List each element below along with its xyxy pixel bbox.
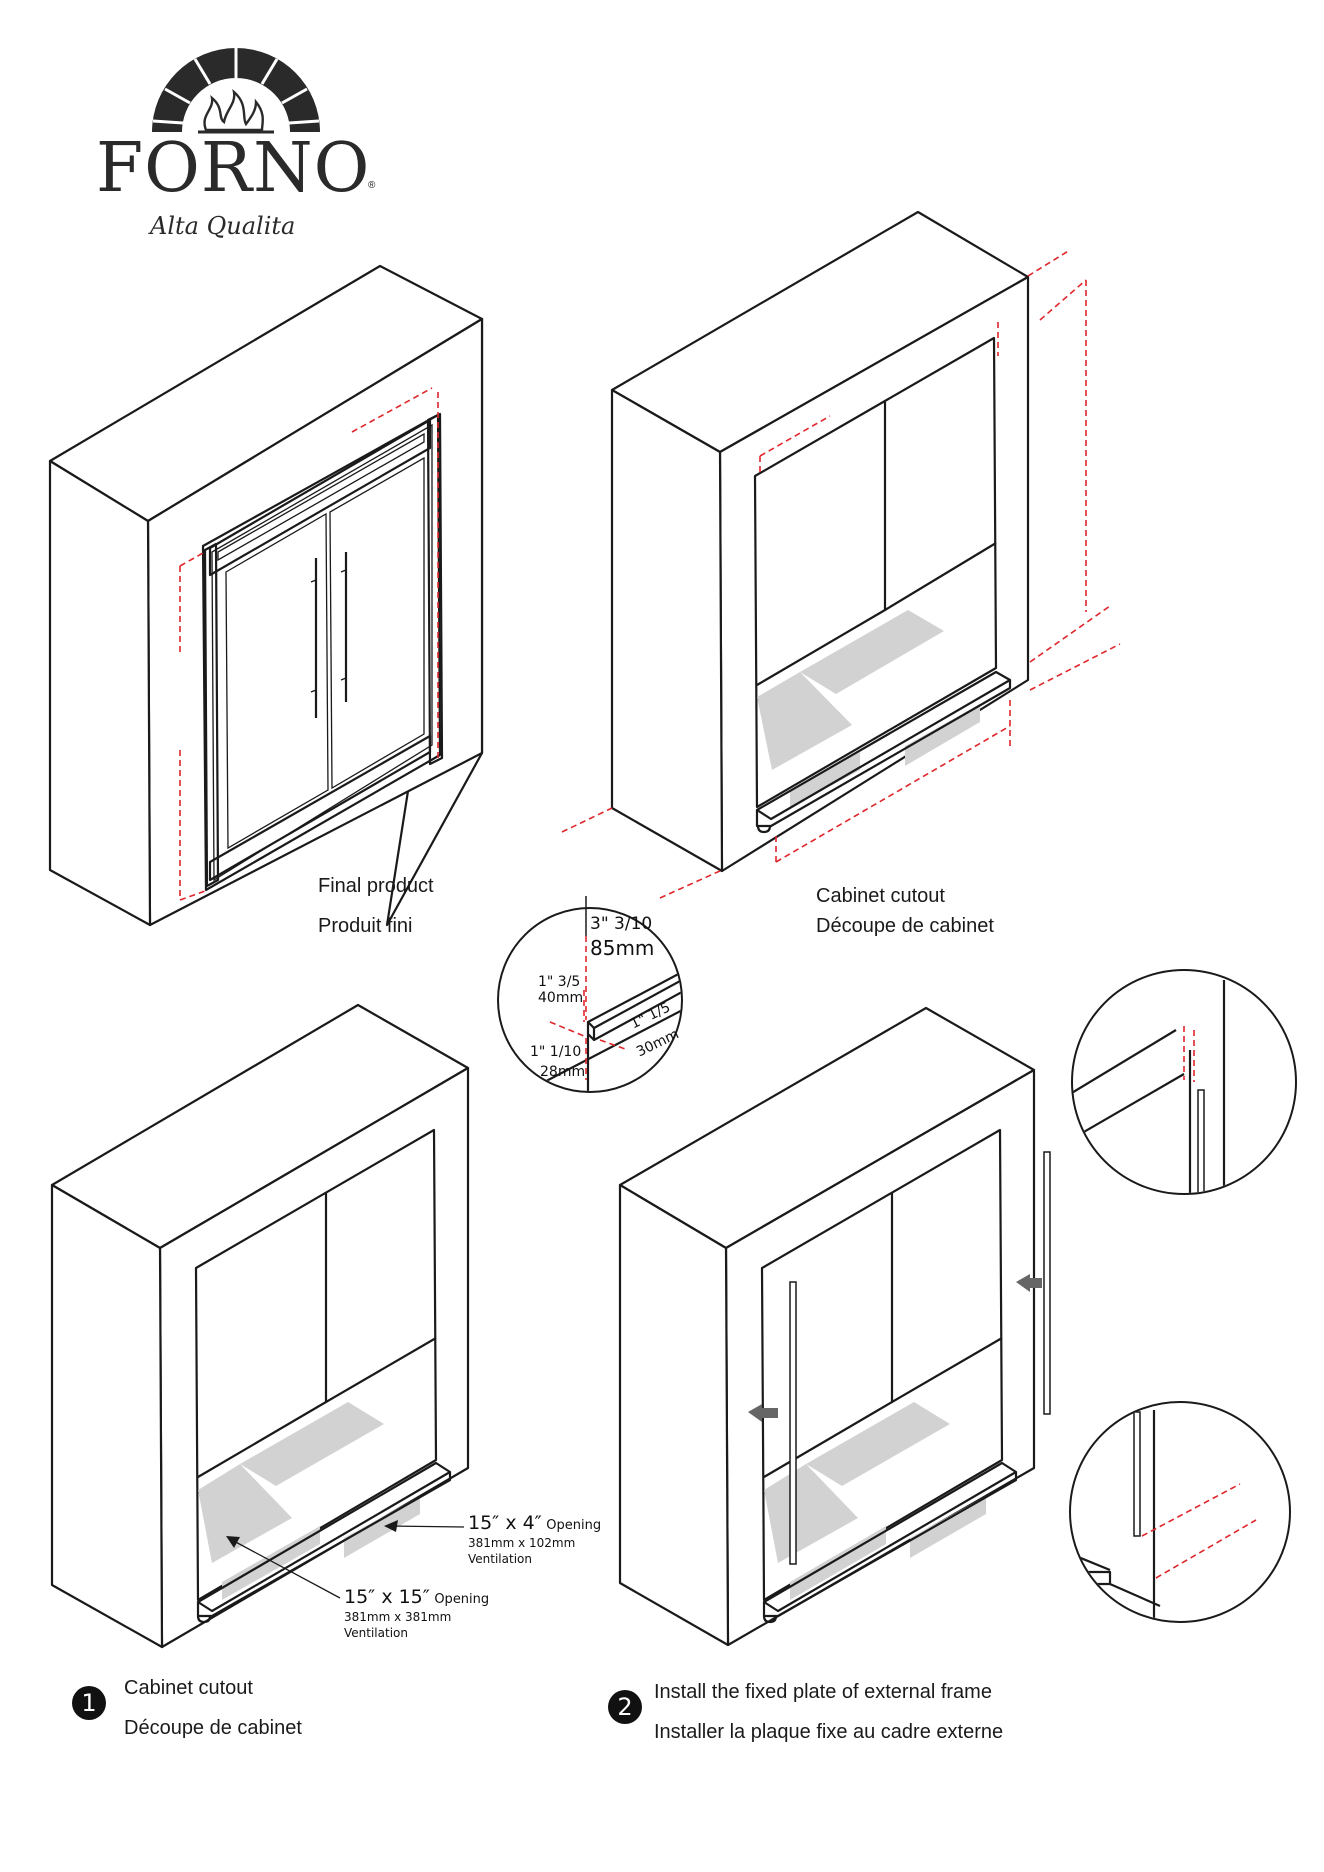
step-1-drawing: [50, 1003, 470, 1649]
vent-large-word: Opening: [434, 1592, 490, 1607]
step-2-title-fr: Installer la plaque fixe au cadre extern…: [654, 1721, 1004, 1743]
vent-callout-large: 15″ x 15″ Opening 381mm x 381mm Ventilat…: [344, 1586, 489, 1640]
step-1-badge: 1: [72, 1686, 106, 1720]
step-2-badge: 2: [608, 1690, 642, 1724]
step-2-title-en: Install the fixed plate of external fram…: [654, 1681, 992, 1703]
detail-depth-in: 1" 3/5: [538, 974, 581, 990]
step-1-title-en: Cabinet cutout: [124, 1677, 253, 1699]
cabinet-cutout-caption-fr: Découpe de cabinet: [816, 915, 994, 937]
detail-lip-in: 1" 1/10: [530, 1044, 582, 1060]
step-2-drawing: [618, 1006, 1051, 1647]
brand-logo: FORNO ® Alta Qualita: [96, 129, 386, 241]
vent-large-use: Ventilation: [344, 1626, 408, 1640]
plate-bottom-detail-magnifier: [1069, 1401, 1291, 1623]
detail-depth-mm: 40mm: [538, 990, 584, 1006]
brand-tagline: Alta Qualita: [150, 212, 296, 240]
detail-lip-mm: 28mm: [540, 1064, 586, 1080]
cabinet-cutout-caption-en: Cabinet cutout: [816, 885, 945, 907]
logo-arch-icon: [152, 48, 320, 134]
vent-small-use: Ventilation: [468, 1552, 532, 1566]
final-product-caption-fr: Produit fini: [318, 915, 413, 937]
vent-small-size: 15″ x 4″: [468, 1512, 542, 1534]
vent-callout-small: 15″ x 4″ Opening 381mm x 102mm Ventilati…: [468, 1512, 601, 1566]
vent-large-metric: 381mm x 381mm: [344, 1610, 452, 1624]
vent-large-size: 15″ x 15″: [344, 1586, 430, 1608]
step-1-title-fr: Découpe de cabinet: [124, 1717, 302, 1739]
vent-small-metric: 381mm x 102mm: [468, 1536, 576, 1550]
registered-mark: ®: [368, 180, 376, 191]
cabinet-cutout-drawing: [561, 210, 1121, 899]
brand-name: FORNO: [96, 129, 371, 208]
detail-height-mm: 85mm: [590, 936, 655, 960]
final-product-caption-en: Final product: [318, 875, 434, 897]
final-product-drawing: [48, 264, 484, 927]
vent-small-word: Opening: [546, 1518, 602, 1533]
detail-height-in: 3" 3/10: [590, 914, 653, 934]
plate-top-detail-magnifier: [1071, 969, 1297, 1195]
